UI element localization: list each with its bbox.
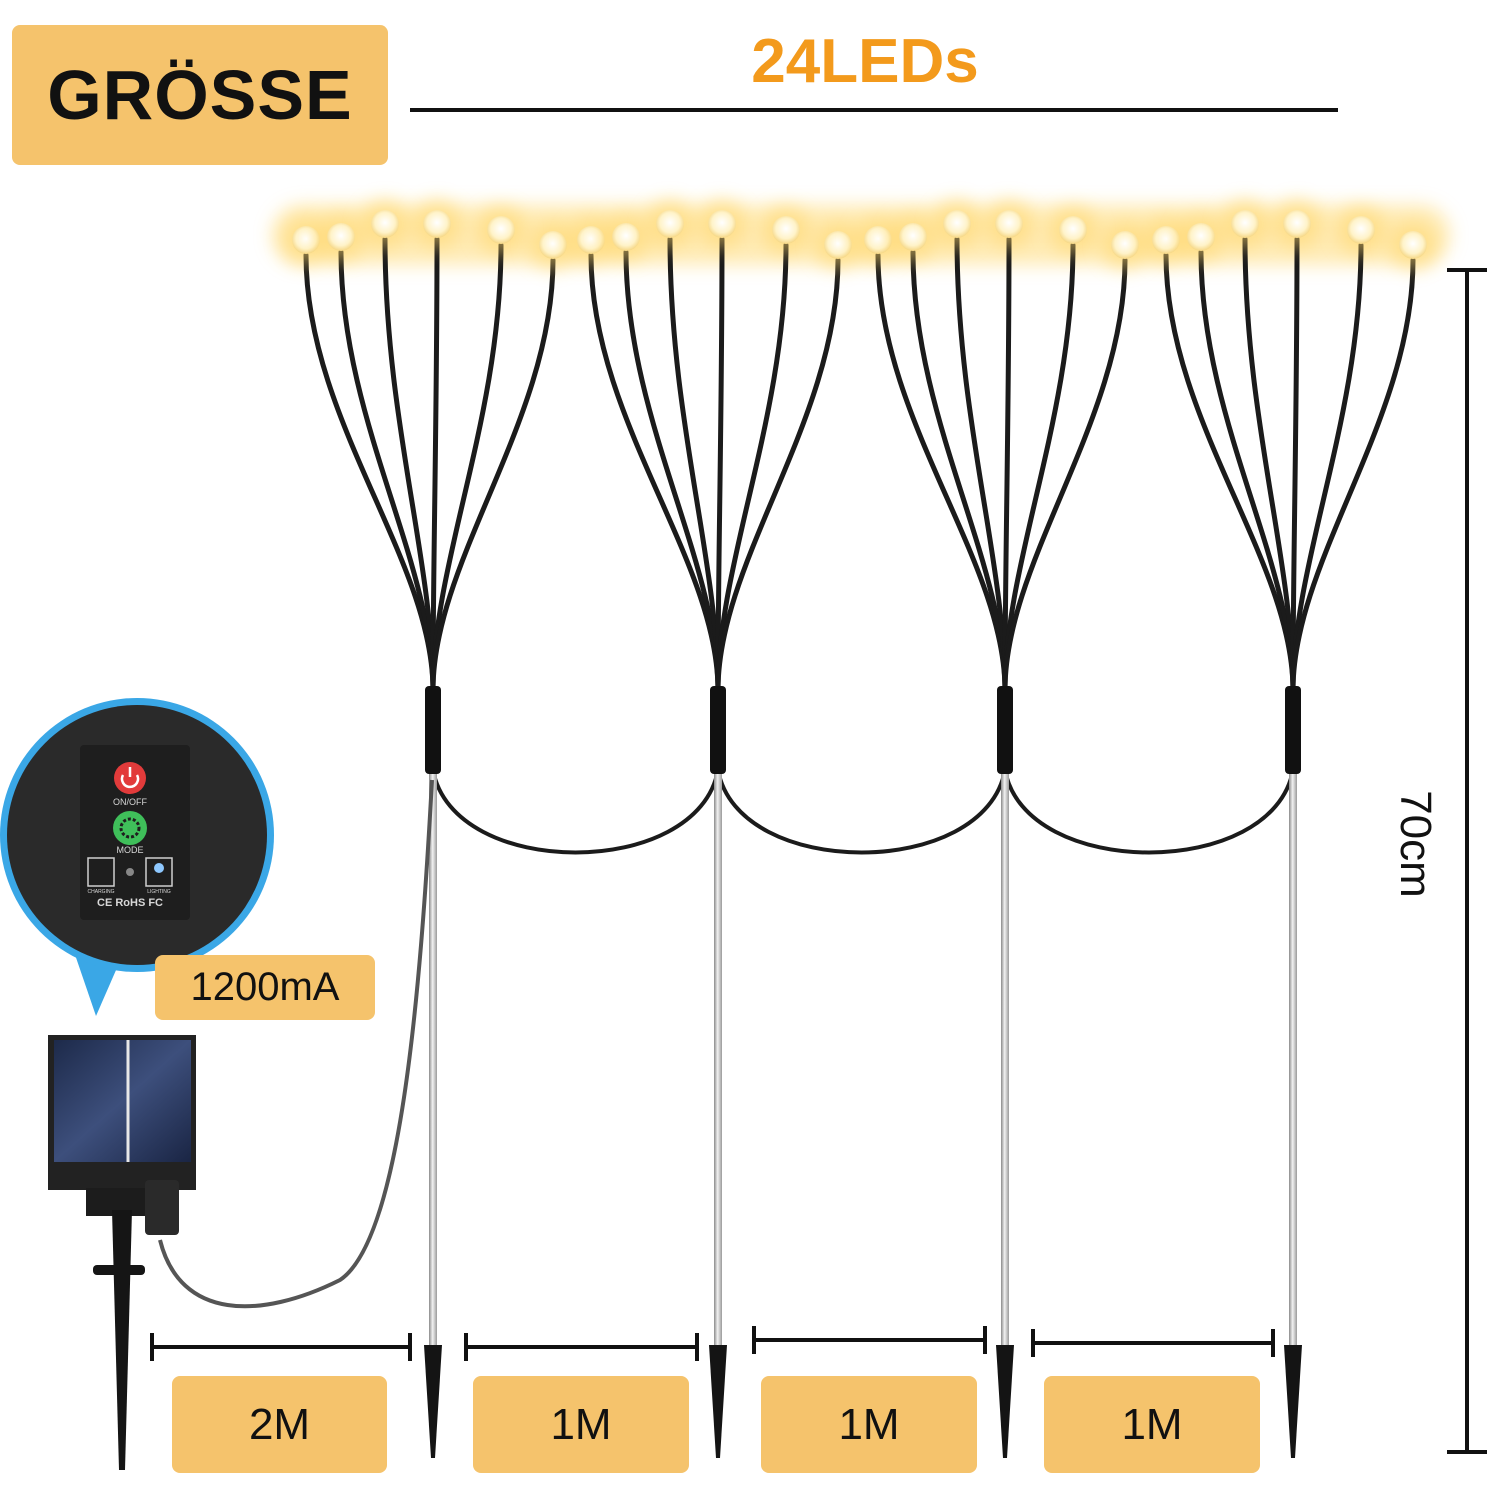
led-bulb [656, 210, 684, 238]
led-stem [1290, 242, 1364, 693]
firefly-stake [567, 200, 862, 1458]
led-bulb [1187, 223, 1215, 251]
stem-hub [997, 686, 1013, 774]
battery-capacity-badge: 1200mA [155, 955, 375, 1020]
led-stem [303, 252, 436, 693]
led-stem [430, 257, 556, 693]
gear-icon [113, 811, 147, 845]
stake-rod [1001, 770, 1009, 1345]
led-bulb [292, 226, 320, 254]
stake-rod [429, 770, 437, 1345]
led-stem [430, 236, 440, 693]
led-bulb [864, 226, 892, 254]
spacing-label-1m-c: 1M [1044, 1376, 1260, 1473]
firefly-stake [282, 200, 577, 1458]
led-stem [588, 252, 721, 693]
stake-rod [1289, 770, 1297, 1345]
led-stem [382, 236, 436, 693]
connecting-cable [716, 769, 1007, 855]
led-bulb [1231, 210, 1259, 238]
height-dimension-line [1447, 268, 1487, 1454]
charging-indicator [87, 857, 115, 887]
controller-callout: ON/OFF MODE CHARGING LIGHTING CE RoHS FC [0, 698, 274, 1016]
spacing-label-2m: 2M [172, 1376, 387, 1473]
wifi-icon [126, 868, 134, 876]
led-bulb [708, 210, 736, 238]
ground-spike [1284, 1345, 1302, 1458]
led-count-label: 24LEDs [751, 27, 979, 96]
connecting-cable [431, 769, 720, 855]
stem-hub [1285, 686, 1301, 774]
ground-spike [709, 1345, 727, 1458]
led-bulb [995, 210, 1023, 238]
led-stem [875, 252, 1008, 693]
led-bulb [1152, 226, 1180, 254]
led-stem [1163, 252, 1296, 693]
spacing-dimension-lines [150, 1326, 1275, 1361]
stem-hub [710, 686, 726, 774]
led-stem [1002, 257, 1128, 693]
led-stem [1290, 236, 1300, 693]
firefly-stakes [282, 200, 1437, 1458]
certifications: CE RoHS FC [97, 897, 163, 909]
led-stem [667, 236, 721, 693]
led-bulb [1347, 216, 1375, 244]
led-bulb [1111, 231, 1139, 259]
led-bulb [943, 210, 971, 238]
led-stem [1002, 242, 1076, 693]
led-bulb [899, 223, 927, 251]
height-label: 70cm [1391, 790, 1440, 898]
led-bulb [539, 231, 567, 259]
charging-label: CHARGING [88, 889, 115, 895]
led-stem [1290, 257, 1416, 693]
power-label: ON/OFF [113, 797, 147, 807]
led-bulb [1283, 210, 1311, 238]
page-title: GRÖSSE [12, 25, 388, 165]
led-bulb [577, 226, 605, 254]
led-bulb [423, 210, 451, 238]
lighting-label: LIGHTING [147, 889, 171, 895]
led-bulb [612, 223, 640, 251]
led-bulb [824, 231, 852, 259]
led-stem [715, 242, 789, 693]
led-bulb [1059, 216, 1087, 244]
led-stem [430, 242, 504, 693]
ground-spike [996, 1345, 1014, 1458]
firefly-stake [854, 200, 1149, 1458]
bulb-icon [145, 857, 173, 887]
spacing-label-1m-b: 1M [761, 1376, 977, 1473]
firefly-stake [1142, 200, 1437, 1458]
led-stem [715, 257, 841, 693]
led-bulb [772, 216, 800, 244]
led-stem [954, 236, 1008, 693]
led-stem [715, 236, 725, 693]
stake-rod [714, 770, 722, 1345]
ground-spike [424, 1345, 442, 1458]
led-stem [1002, 236, 1012, 693]
spacing-label-1m-a: 1M [473, 1376, 689, 1473]
led-bulb [327, 223, 355, 251]
led-bulb [371, 210, 399, 238]
led-bulb [1399, 231, 1427, 259]
led-bulb [487, 216, 515, 244]
mode-label: MODE [117, 845, 144, 855]
led-stem [1242, 236, 1296, 693]
connecting-cable [1003, 769, 1295, 855]
stem-hub [425, 686, 441, 774]
power-icon [114, 762, 146, 794]
solar-panel-icon [48, 779, 434, 1470]
